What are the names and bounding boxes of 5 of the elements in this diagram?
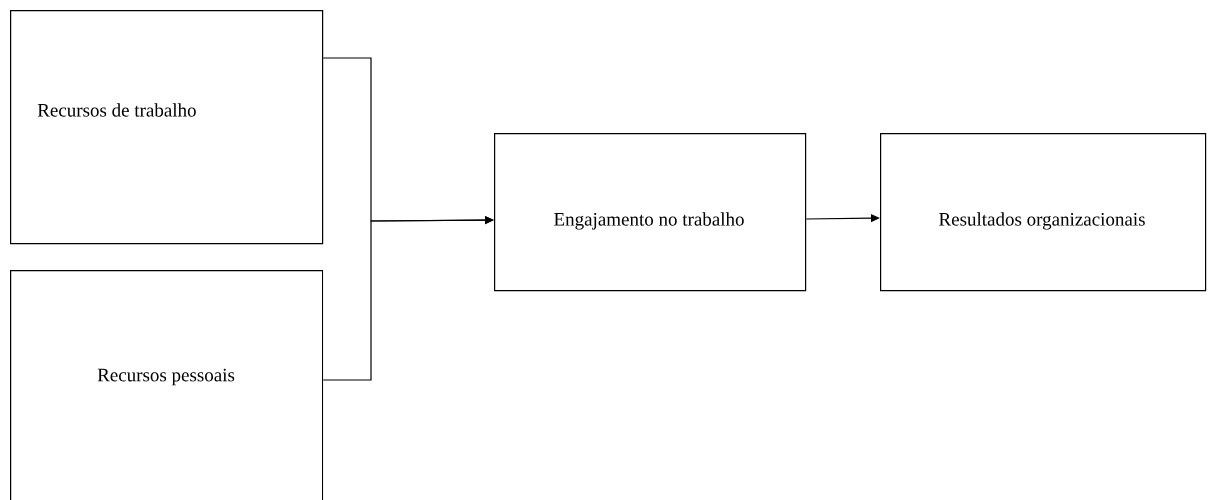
box: Recursos pessoais bbox=[10, 270, 324, 500]
box: Recursos de trabalho bbox=[10, 10, 324, 245]
box: Resultados organizacionais bbox=[880, 133, 1207, 292]
arrow bbox=[322, 215, 494, 381]
box: Engajamento no trabalho bbox=[494, 133, 807, 292]
